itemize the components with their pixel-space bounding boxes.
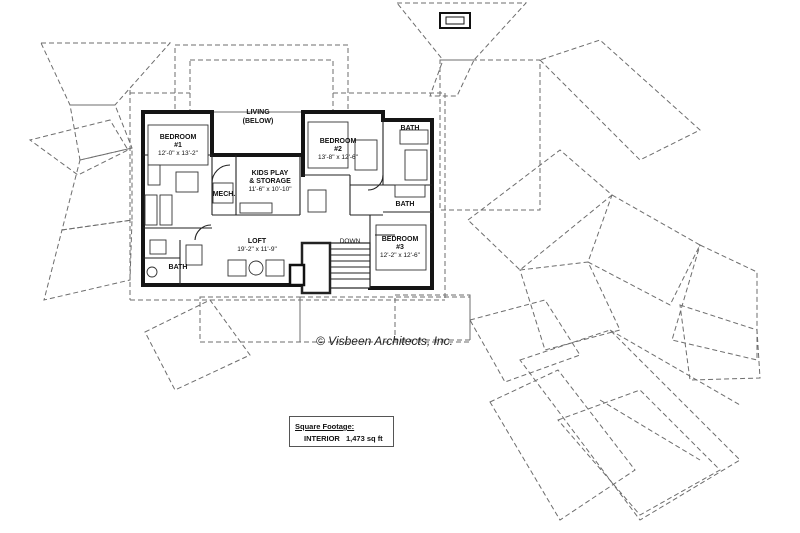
kids-play-label: KIDS PLAY [252,170,289,177]
bedroom3-dims: 12'-2" x 12'-6" [380,252,421,259]
kids-play-dims: 11'-6" x 10'-10" [248,186,292,193]
roof-outlines [28,2,761,521]
room-labels: LIVING (BELOW) BEDROOM #1 12'-0" x 13'-2… [158,109,421,271]
bedroom2-dims: 13'-8" x 12'-6" [318,154,359,161]
square-footage-title: Square Footage: [295,422,355,431]
living-label: LIVING [246,109,270,116]
copyright-text: © Visbeen Architects, Inc. [316,334,453,348]
bath-upper-label: BATH [401,125,420,132]
stair [288,241,371,295]
living-sub-label: (BELOW) [243,118,274,125]
bedroom3-label: BEDROOM [382,236,419,243]
skylight [439,12,471,29]
kids-play-label-2: & STORAGE [249,178,291,185]
bedroom1-dims: 12'-0" x 13'-2" [158,150,199,157]
furniture [144,121,429,278]
square-footage-label: INTERIOR [304,434,340,443]
loft-dims: 19'-2" x 11'-9" [237,246,277,253]
bedroom1-number: #1 [174,142,182,149]
bedroom1-label: BEDROOM [160,134,197,141]
bath-middle-label: BATH [396,201,415,208]
square-footage-value: 1,473 sq ft [346,434,383,443]
bedroom2-label: BEDROOM [320,138,357,145]
bedroom2-number: #2 [334,146,342,153]
mech-label: MECH. [213,191,236,198]
stair-down-label: DOWN [340,238,361,245]
bath-left-label: BATH [169,264,188,271]
square-footage-table: Square Footage: INTERIOR 1,473 sq ft [289,416,394,447]
bedroom3-number: #3 [396,244,404,251]
loft-label: LOFT [248,238,267,245]
